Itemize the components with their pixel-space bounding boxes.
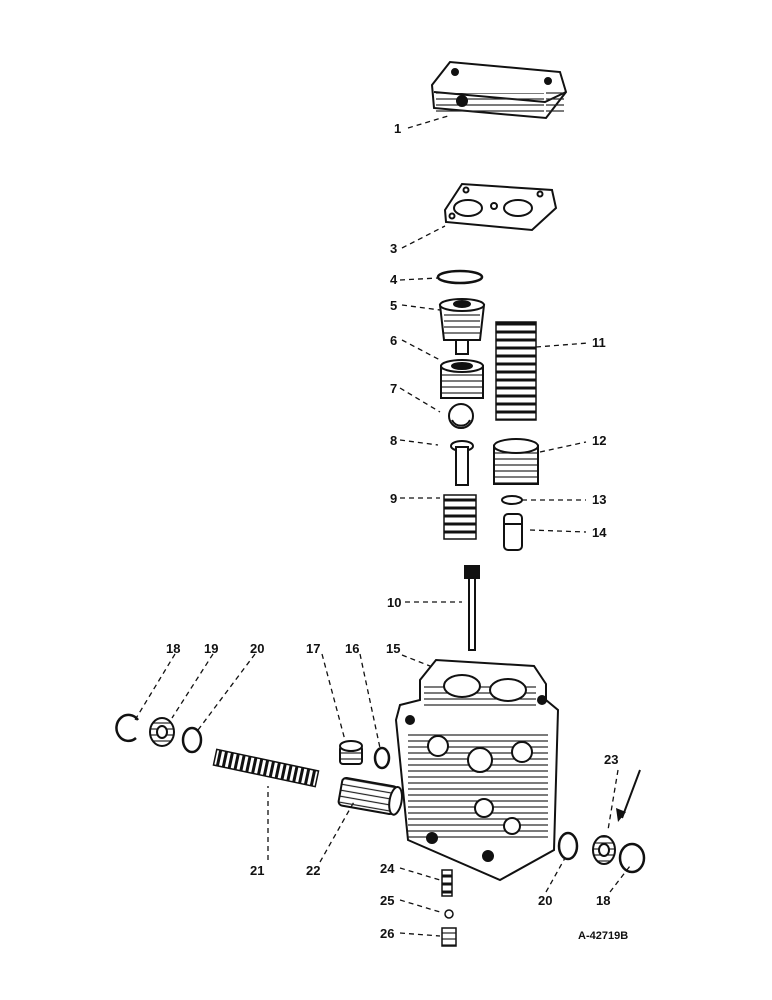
callout-19: 19 xyxy=(204,641,219,656)
callout-18-left: 18 xyxy=(166,641,181,656)
valve-seat-part xyxy=(440,359,484,399)
callout-11: 11 xyxy=(592,335,606,350)
large-spring-part xyxy=(495,321,537,421)
callout-21: 21 xyxy=(250,863,265,878)
set-screw-part xyxy=(441,927,457,947)
direction-arrow xyxy=(621,769,641,819)
housing-part xyxy=(394,658,560,882)
callout-9: 9 xyxy=(390,491,398,506)
nut-left-part xyxy=(149,717,175,747)
callout-17: 17 xyxy=(306,641,321,656)
callout-22: 22 xyxy=(306,863,321,878)
spool-part xyxy=(337,776,403,816)
callout-6: 6 xyxy=(390,333,398,348)
cover-part xyxy=(430,60,568,120)
seal-ring-part xyxy=(373,746,391,770)
ring-right-part xyxy=(557,831,579,861)
callout-5: 5 xyxy=(390,298,398,313)
pin-part xyxy=(450,440,474,486)
callout-7: 7 xyxy=(390,381,398,396)
callout-8: 8 xyxy=(390,433,398,448)
callout-15: 15 xyxy=(386,641,401,656)
snap-ring-left-part xyxy=(115,713,140,743)
plunger-part xyxy=(503,513,523,551)
callout-20-right: 20 xyxy=(538,893,553,908)
callout-3: 3 xyxy=(390,241,398,256)
callout-16: 16 xyxy=(345,641,360,656)
valve-body-part xyxy=(438,298,486,355)
callout-24: 24 xyxy=(380,861,395,876)
callout-4: 4 xyxy=(390,272,398,287)
rod-part xyxy=(464,565,480,651)
callout-13: 13 xyxy=(592,492,607,507)
nut-right-part xyxy=(592,835,616,865)
callout-23: 23 xyxy=(604,752,619,767)
plug-part xyxy=(339,740,363,765)
ring-left-part xyxy=(181,726,203,754)
small-o-ring-part xyxy=(501,495,523,505)
callout-26: 26 xyxy=(380,926,395,941)
callout-25: 25 xyxy=(380,893,395,908)
small-ball-part xyxy=(444,909,454,919)
long-spring-part xyxy=(212,748,320,788)
snap-ring-right-part xyxy=(618,842,646,874)
callout-20-left: 20 xyxy=(250,641,265,656)
screw-part xyxy=(441,869,453,897)
callout-1: 1 xyxy=(394,121,402,136)
sleeve-part xyxy=(493,438,539,485)
gasket-part xyxy=(443,182,558,232)
o-ring-part xyxy=(436,269,484,285)
callout-18-right: 18 xyxy=(596,893,611,908)
callout-10: 10 xyxy=(387,595,402,610)
small-spring-part xyxy=(443,494,477,540)
figure-reference: A-42719B xyxy=(578,930,629,942)
callout-12: 12 xyxy=(592,433,607,448)
ball-part xyxy=(448,403,474,429)
callout-14: 14 xyxy=(592,525,607,540)
